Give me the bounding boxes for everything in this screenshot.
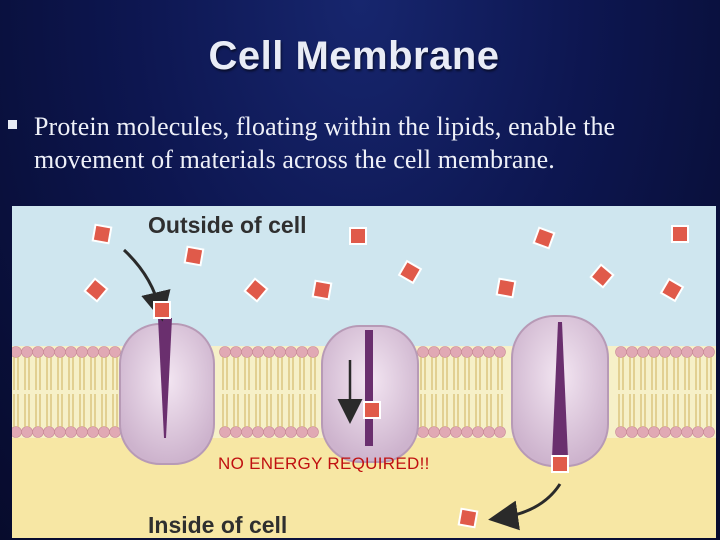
inside-label: Inside of cell xyxy=(148,512,288,538)
outside-label: Outside of cell xyxy=(148,212,307,238)
molecule-icon xyxy=(659,277,685,303)
molecule-icon xyxy=(91,223,113,245)
molecules xyxy=(83,223,689,529)
molecule-icon xyxy=(363,401,381,419)
molecule-icon xyxy=(243,277,269,303)
molecule-icon xyxy=(349,227,367,245)
molecule-icon xyxy=(183,245,205,267)
molecule-icon xyxy=(589,263,615,289)
molecule-icon xyxy=(495,277,517,299)
molecule-icon xyxy=(532,226,556,250)
molecule-icon xyxy=(457,507,479,529)
molecule-icon xyxy=(551,455,569,473)
bullet-square-icon xyxy=(8,120,17,129)
arrow-icon xyxy=(488,483,562,531)
slide-title: Cell Membrane xyxy=(208,34,500,78)
molecule-icon xyxy=(671,225,689,243)
channel-protein-3 xyxy=(511,315,609,467)
membrane-diagram: Outside of cell Inside of cell NO ENERGY… xyxy=(12,206,716,538)
molecule-icon xyxy=(397,259,423,285)
molecule-icon xyxy=(83,277,109,303)
molecule-icon xyxy=(311,279,333,301)
energy-label: NO ENERGY REQUIRED!! xyxy=(218,454,430,473)
channel-protein-1 xyxy=(119,318,215,465)
membrane-illustration xyxy=(12,206,716,538)
molecule-icon xyxy=(153,301,171,319)
channel-protein-2 xyxy=(321,325,419,463)
bullet-text: Protein molecules, floating within the l… xyxy=(34,112,616,174)
